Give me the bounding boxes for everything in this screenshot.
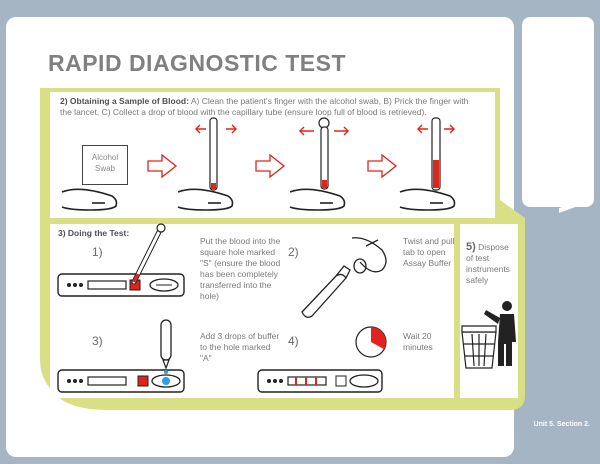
step1-number: 1) xyxy=(92,245,103,259)
person-icon xyxy=(484,301,516,366)
alcohol-swab-icon xyxy=(82,145,128,185)
test-cassette-3 xyxy=(257,369,383,393)
step2-text: Twist and pull tab to open Assay Buffer xyxy=(403,236,455,268)
finger-icon-d xyxy=(399,188,456,211)
step4-number: 4) xyxy=(288,334,299,348)
timer-icon xyxy=(355,326,387,358)
capillary-tube-c xyxy=(417,117,455,191)
alcohol-swab-label: Alcohol Swab xyxy=(91,153,119,173)
test-cassette-2 xyxy=(57,369,185,393)
trash-bin-icon xyxy=(461,325,497,369)
step2-number: 2) xyxy=(288,245,299,259)
test-cassette-1 xyxy=(57,273,185,297)
step5-text: 5) Dispose of test instruments safely xyxy=(466,242,518,286)
section3-title-text: 3) Doing the Test: xyxy=(58,228,130,238)
section2-text-line2: the lancet, C) Collect a drop of blood w… xyxy=(60,107,427,117)
sidebar-tab xyxy=(522,17,594,207)
page-title: RAPID DIAGNOSTIC TEST xyxy=(48,50,347,76)
unit-label: Unit 5. Section 2. xyxy=(533,421,590,428)
section2-title: 2) Obtaining a Sample of Blood: xyxy=(60,96,189,106)
arrow-icon-1 xyxy=(147,153,178,179)
section3-title: 3) Doing the Test: xyxy=(58,228,129,239)
step5-number: 5) xyxy=(466,241,476,253)
finger-icon-c xyxy=(289,188,346,211)
step4-text: Wait 20 minutes xyxy=(403,331,433,352)
sidebar-title: MALARIA xyxy=(551,45,589,216)
timer-fill xyxy=(371,327,386,350)
step3-number: 3) xyxy=(92,334,103,348)
finger-icon-b xyxy=(177,188,234,211)
capillary-tube-a xyxy=(195,117,237,191)
arrow-icon-2 xyxy=(255,153,286,179)
section2-text: 2) Obtaining a Sample of Blood: A) Clean… xyxy=(60,96,490,118)
section3-box xyxy=(50,224,454,398)
step1-text: Put the blood into the square hole marke… xyxy=(200,236,281,301)
step5-text-body: Dispose of test instruments safely xyxy=(466,242,510,285)
buffer-bottle-icon xyxy=(301,237,387,318)
step3-text: Add 3 drops of buffer to the hole marked… xyxy=(200,331,280,363)
dropper-icon xyxy=(160,319,172,374)
arrow-icon-3 xyxy=(367,153,398,179)
section5-box xyxy=(460,224,518,398)
section2-text-line1: A) Clean the patient's finger with the a… xyxy=(190,96,469,106)
capillary-tube-b xyxy=(299,117,349,190)
finger-icon-a xyxy=(61,188,118,211)
capillary-tube-insert xyxy=(131,223,166,285)
